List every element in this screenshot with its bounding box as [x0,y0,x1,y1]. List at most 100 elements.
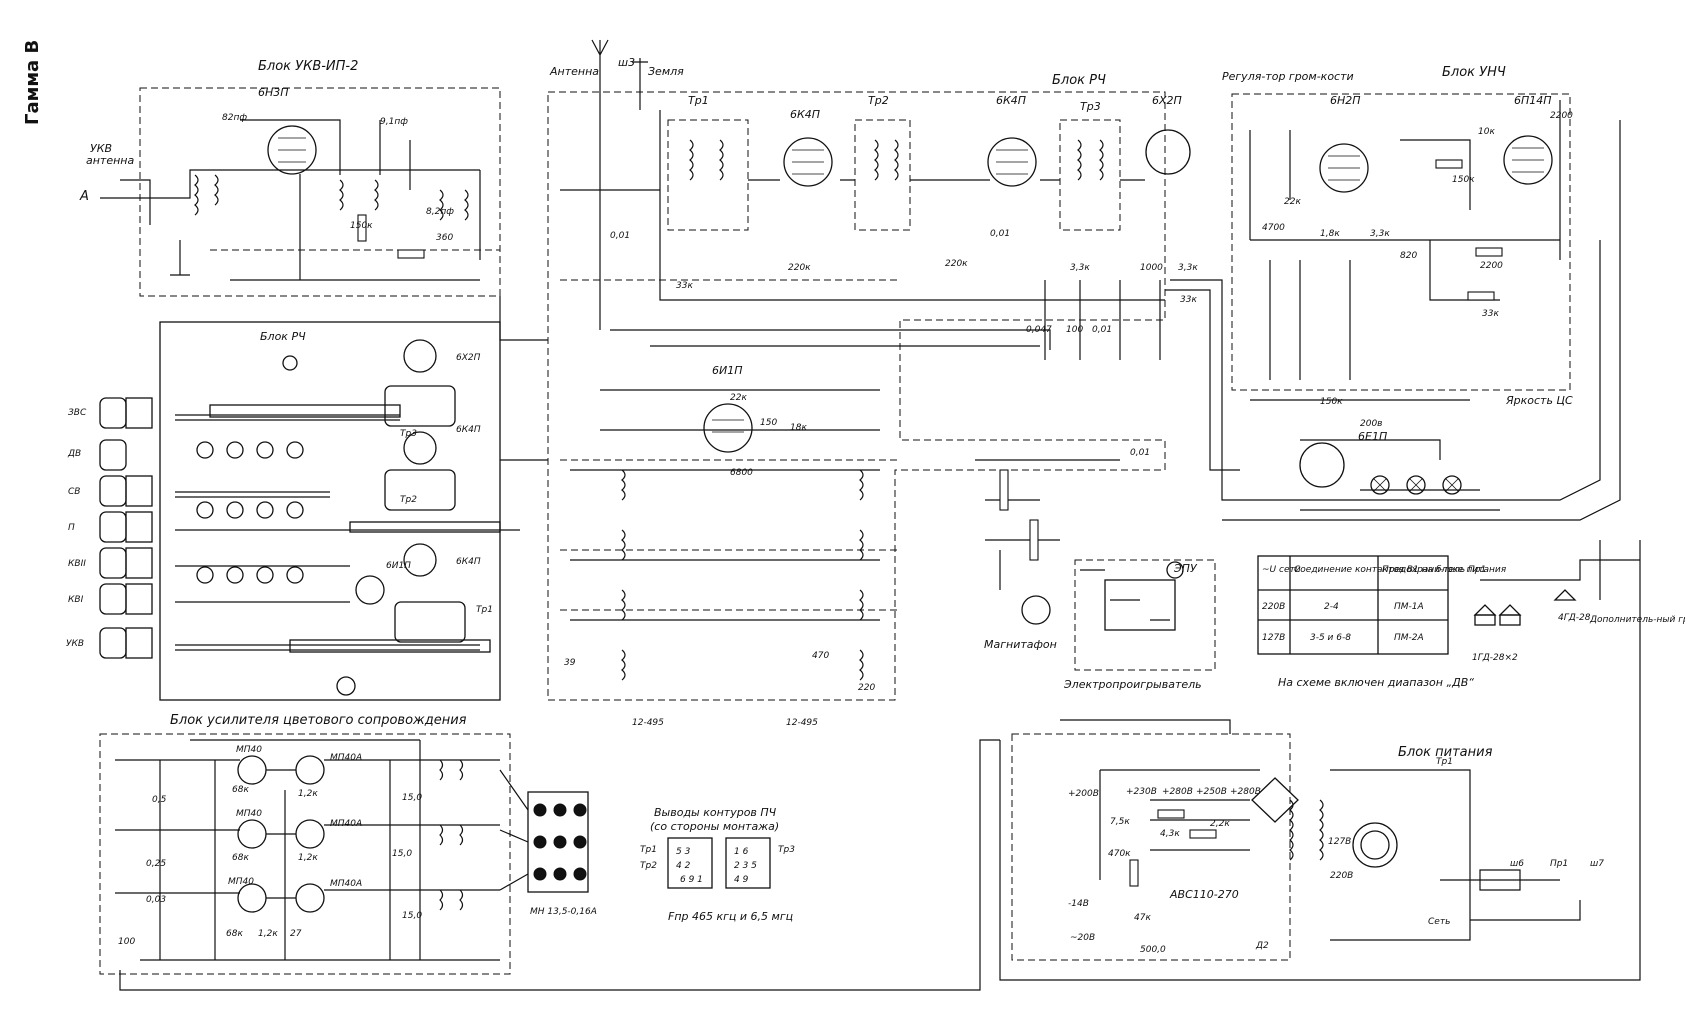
legend-title: Выводы контуров ПЧ [654,806,777,819]
svg-text:3,3к: 3,3к [1178,263,1198,273]
svg-text:ПМ-2А: ПМ-2А [1394,633,1424,643]
svg-text:360: 360 [436,233,453,243]
svg-text:6 9 1: 6 9 1 [680,875,703,885]
svg-text:2200: 2200 [1480,261,1503,271]
svg-text:УКВ: УКВ [66,639,84,649]
svg-text:0,01: 0,01 [1130,448,1150,458]
svg-text:Тр1: Тр1 [640,845,657,855]
svg-text:2 3 5: 2 3 5 [734,861,757,871]
transistor-6 [295,883,325,913]
svg-text:150к: 150к [350,221,373,231]
svg-text:4700: 4700 [1262,223,1285,233]
svg-text:150: 150 [760,418,777,428]
svg-text:220: 220 [858,683,875,693]
svg-text:6Х2П: 6Х2П [1152,94,1182,107]
band-switch: ЗВС ДВ СВ П КВII КВI УКВ [66,397,153,659]
svg-text:Тр2: Тр2 [400,495,417,505]
svg-text:1 6: 1 6 [734,847,749,857]
svg-text:Пр1: Пр1 [1550,859,1568,869]
svg-text:6800: 6800 [730,468,753,478]
svg-text:220к: 220к [945,259,968,269]
svg-text:Соединение контактов В1 на бло: Соединение контактов В1 на блоке питания [1294,565,1507,575]
svg-text:Д2: Д2 [1255,941,1269,951]
svg-text:500,0: 500,0 [1140,945,1166,955]
svg-text:МП40А: МП40А [330,753,362,763]
svg-text:антенна: антенна [86,154,134,167]
transistor-3 [237,819,267,849]
svg-text:39: 39 [564,658,576,668]
rf-block-title: Блок РЧ [1052,73,1106,88]
svg-text:4 2: 4 2 [676,861,691,871]
ground-label: Земля [648,65,684,78]
svg-text:100: 100 [118,937,135,947]
svg-text:Тр1: Тр1 [688,94,709,107]
ext-speaker-label: Дополнитель-ный громкогово-ритель [1589,615,1685,625]
transistor-2 [295,755,325,785]
tube-6e1p [1299,442,1345,488]
svg-text:1,2к: 1,2к [298,853,318,863]
svg-text:~20В: ~20В [1070,933,1095,943]
svg-text:33к: 33к [676,281,693,291]
svg-text:12-495: 12-495 [786,718,818,728]
legend-subtitle: (со стороны монтажа) [650,820,779,833]
color-block-title: Блок усилителя цветового сопровождения [170,713,467,728]
svg-text:Тр1: Тр1 [476,605,493,615]
svg-text:ш7: ш7 [1590,859,1604,869]
svg-text:+250В: +250В [1196,787,1227,797]
coil-pinout-legend: Выводы контуров ПЧ (со стороны монтажа) … [640,806,795,923]
af-block-title: Блок УНЧ [1442,65,1506,80]
svg-text:0,01: 0,01 [990,229,1010,239]
fuse-table: ~U сети Соединение контактов В1 на блоке… [1257,555,1507,689]
svg-text:15,0: 15,0 [392,849,412,859]
svg-text:МП40: МП40 [236,745,262,755]
svg-text:6Х2П: 6Х2П [456,353,481,363]
indicator-lamps [1370,475,1462,495]
svg-text:100: 100 [1066,325,1083,335]
svg-text:СВ: СВ [68,487,80,497]
svg-text:470: 470 [812,651,829,661]
svg-text:~U сети: ~U сети [1262,565,1301,575]
svg-text:А: А [79,189,89,204]
svg-text:1,2к: 1,2к [298,789,318,799]
svg-text:6И1П: 6И1П [712,364,743,377]
svg-text:МП40: МП40 [236,809,262,819]
svg-text:47к: 47к [1134,913,1151,923]
voltage-selector [1360,830,1390,860]
svg-text:220В: 220В [1262,602,1285,612]
tube-6p14p [1503,135,1553,185]
tape-label: Магнитафон [984,638,1057,651]
power-block-title: Блок питания [1398,745,1493,760]
svg-text:18к: 18к [790,423,807,433]
svg-text:Тр3: Тр3 [778,845,795,855]
svg-text:4,3к: 4,3к [1160,829,1180,839]
tube-6k4p-2 [987,137,1037,187]
svg-text:+280В: +280В [1162,787,1193,797]
svg-text:0,01: 0,01 [1092,325,1112,335]
svg-text:3,3к: 3,3к [1070,263,1090,273]
svg-text:КВII: КВII [68,559,86,569]
svg-text:8,2пф: 8,2пф [426,207,454,217]
tube-6k4p-1 [783,137,833,187]
svg-text:150к: 150к [1452,175,1475,185]
tube-6n2p [1319,143,1369,193]
power-block: Блок питания +200В +230В +280В +250В +28… [1011,733,1604,961]
svg-text:6П14П: 6П14П [1514,94,1552,107]
svg-text:0,5: 0,5 [152,795,167,805]
color-lamps: МН 13,5-0,16А [527,791,597,917]
svg-text:+230В: +230В [1126,787,1157,797]
network-label: Сеть [1428,917,1450,927]
svg-text:22к: 22к [1284,197,1301,207]
svg-text:15,0: 15,0 [402,793,422,803]
svg-text:Тр1: Тр1 [1436,757,1453,767]
tape-player-block: Магнитафон ЭПУ Электропроигрыватель [975,459,1216,691]
svg-text:Предохрани-тель Пр1: Предохрани-тель Пр1 [1382,565,1486,575]
band-note: На схеме включен диапазон „ДВ“ [1278,676,1474,689]
svg-text:82пф: 82пф [222,113,247,123]
transistor-1 [237,755,267,785]
svg-text:ПМ-1А: ПМ-1А [1394,602,1424,612]
svg-text:6К4П: 6К4П [456,425,481,435]
rf-block: Антенна Земля ш3 Блок РЧ 6К4П 6К4П 6Х2П … [547,39,1198,728]
svg-text:Тр2: Тр2 [640,861,657,871]
svg-text:4 9: 4 9 [734,875,749,885]
svg-text:Тр2: Тр2 [868,94,889,107]
